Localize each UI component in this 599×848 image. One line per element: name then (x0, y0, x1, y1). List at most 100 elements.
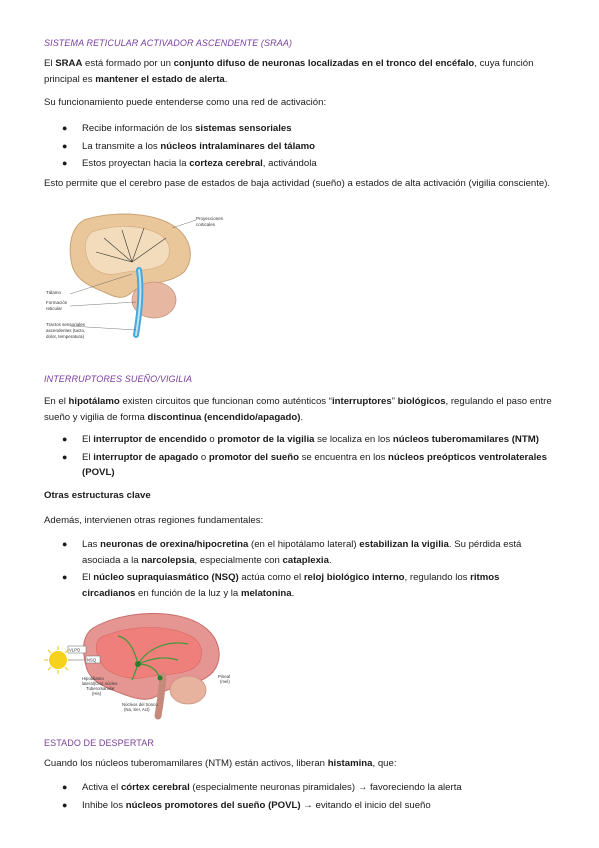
sraa-brain-figure: Proyecciones corticales Tálamo Formación… (46, 213, 224, 339)
fig1-label-proyecciones: Proyecciones (196, 216, 224, 221)
text-run: neuronas de orexina/hipocretina (100, 539, 249, 550)
list-item: ● Estos proyectan hacia la corteza cerebr… (44, 156, 554, 172)
fig2-label-vlpo: VLPO (69, 648, 81, 653)
text-run: Estos proyectan hacia la (82, 158, 190, 169)
text-run: estabilizan la vigilia (359, 539, 449, 550)
text-run: , regulando los (404, 572, 471, 583)
text-run: El (44, 58, 56, 69)
fig1-label-dolor: dolor, temperatura) (46, 334, 85, 339)
otras-estructuras-intro: Además, intervienen otras regiones funda… (44, 513, 554, 529)
text-run: El (82, 572, 94, 583)
fig2-label-mel: (mel) (220, 679, 230, 684)
text-run: , que: (372, 758, 397, 769)
sraa-bullets: ● Recibe información de los sistemas sens… (44, 121, 554, 174)
list-item: ● Activa el córtex cerebral (especialment… (44, 780, 554, 796)
list-item: ● El interruptor de apagado o promotor de… (44, 450, 554, 481)
text-run: se encuentra en los (298, 451, 389, 463)
text-run: córtex cerebral (120, 782, 190, 793)
text-run: , especialmente con (194, 554, 283, 566)
text-run: Esto permite que el cerebro pase de esta… (44, 178, 551, 189)
text-run: promotor de la vigilia (217, 434, 315, 445)
text-run: biológicos (397, 396, 446, 407)
bullet-icon: ● (62, 123, 68, 133)
fig2-label-hipotalamo: Hipotálamo (82, 676, 104, 681)
text-run: El (82, 434, 94, 445)
text-run: , regulando el paso entre sueño y vigili… (44, 396, 552, 423)
text-run: El (82, 451, 94, 463)
heading-estado-despertar: ESTADO DE DESPERTAR (44, 738, 154, 748)
text-run: , cuya función principal es (44, 58, 534, 85)
fig1-label-corticales: corticales (196, 222, 216, 227)
bullet-icon: ● (62, 434, 68, 444)
text-run: interruptores (331, 396, 392, 407)
text-run: discontinua (encendido/apagado) (147, 411, 301, 423)
text-run: La transmite a los (82, 140, 161, 152)
text-run: Cuando los (44, 758, 96, 769)
sleep-wake-brain-figure: NSQ VLPO Hipotálamo lateral(Orx) núcleo … (44, 612, 230, 720)
bullet-icon: ● (62, 140, 68, 151)
fig2-label-lateral: lateral(Orx) núcleo (82, 681, 118, 686)
text-run: en función de la luz y la (135, 587, 241, 599)
bullet-icon: ● (62, 782, 68, 792)
fig2-label-pineal: Pineal (218, 674, 230, 679)
heading-sraa: SISTEMA RETICULAR ACTIVADOR ASCENDENTE (… (44, 38, 293, 48)
otras-estructuras-bullets: ● Las neuronas de orexina/hipocretina (en… (44, 537, 554, 603)
bullet-icon: ● (62, 539, 68, 549)
text-run: SRAA (55, 58, 83, 69)
list-item: ●Inhibe los núcleos promotores del sueño… (44, 798, 554, 814)
text-run: Recibe información de los (82, 123, 196, 134)
text-run: Activa el (82, 782, 121, 793)
sraa-network-intro: Su funcionamiento puede entenderse como … (44, 95, 554, 111)
interruptores-definition: En el hipotálamo existen circuitos que f… (44, 394, 554, 425)
list-item: ● Recibe información de los sistemas sens… (44, 121, 554, 137)
fig1-label-talamo: Tálamo (46, 290, 62, 295)
text-run: núcleos tuberomamilares (NTM) (392, 434, 539, 445)
text-run: corteza cerebral (189, 158, 263, 169)
text-run: , activándola (262, 158, 317, 169)
text-run: . (291, 587, 295, 599)
text-run: (en el hipotálamo lateral) (248, 539, 360, 550)
text-run: (especialmente neuronas piramidales) → f… (189, 782, 462, 793)
text-run: Además, intervienen otras regiones funda… (44, 515, 264, 526)
text-run: Las (82, 539, 101, 550)
text-run: núcleo supraquiasmático (NSQ) (93, 572, 239, 583)
text-run: existen circuitos que funcionan como aut… (119, 396, 332, 407)
fig2-label-his: (His) (92, 691, 102, 696)
text-run: hipotálamo (68, 396, 120, 407)
heading-interruptores: INTERRUPTORES SUEÑO/VIGILIA (44, 374, 193, 384)
fig1-label-formacion: Formación (46, 300, 68, 305)
text-run: o (198, 451, 209, 463)
text-run: interruptor de apagado (93, 451, 199, 463)
fig1-label-tractos: Tractos sensoriales (46, 322, 86, 327)
bullet-icon: ● (62, 451, 68, 462)
text-run: o (206, 434, 218, 445)
subhead-otras-estructuras: Otras estructuras clave (44, 490, 151, 501)
bullet-icon: ● (62, 158, 68, 168)
list-item: ●El núcleo supraquiasmático (NSQ) actúa … (44, 570, 554, 601)
text-run: Inhibe los (82, 799, 126, 811)
bullet-icon: ● (62, 799, 68, 810)
text-run: promotor del sueño (208, 451, 299, 463)
text-run: sistemas sensoriales (195, 123, 292, 134)
text-run: reloj biológico interno (303, 572, 405, 583)
text-run: Su funcionamiento puede entenderse como … (44, 97, 327, 108)
sraa-definition: El SRAA está formado por un conjunto dif… (44, 56, 554, 87)
list-item: ● El interruptor de encendido o promotor … (44, 432, 554, 448)
text-run: interruptor de encendido (93, 434, 207, 445)
fig2-label-nsq: NSQ (87, 658, 97, 663)
interruptores-bullets: ● El interruptor de encendido o promotor … (44, 432, 554, 483)
despertar-bullets: ● Activa el córtex cerebral (especialment… (44, 780, 554, 815)
text-run: → evitando el inicio del sueño (300, 799, 431, 811)
text-run: está formado por un (82, 58, 174, 69)
text-run: conjunto difuso de neuronas localizadas … (173, 58, 475, 69)
fig2-label-na-ser-act: (Na, Ser, Act) (124, 707, 150, 712)
list-item: ● La transmite a los núcleos intralaminar… (44, 139, 554, 155)
sraa-conclusion: Esto permite que el cerebro pase de esta… (44, 176, 554, 192)
text-run: núcleos preópticos ventrolaterales (POVL… (82, 451, 547, 479)
text-run: núcleos tuberomamilares (NTM) (95, 758, 233, 769)
text-run: núcleos intralaminares del tálamo (160, 140, 316, 152)
text-run: ” (391, 396, 398, 407)
text-run: cataplexia (282, 554, 329, 566)
text-run: En el (44, 396, 69, 407)
